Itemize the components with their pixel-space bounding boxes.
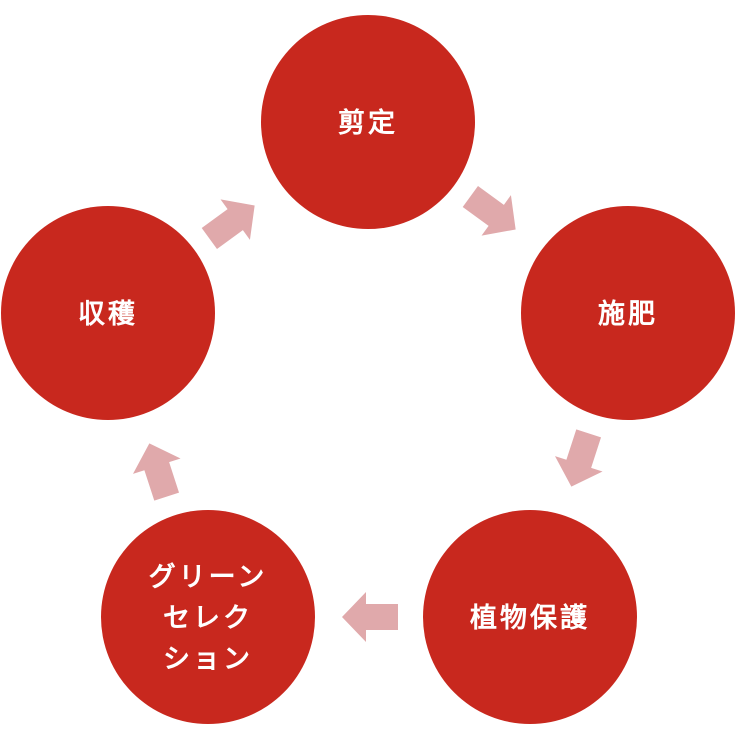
- node-label: セレク: [163, 603, 253, 634]
- node-pruning: 剪定: [261, 15, 475, 229]
- node-circle: [101, 510, 315, 724]
- node-fertilizing: 施肥: [521, 206, 735, 420]
- node-label: 剪定: [338, 107, 398, 139]
- node-circle: [521, 206, 735, 420]
- node-label: 収穫: [78, 299, 138, 330]
- node-circle: [1, 206, 215, 420]
- cycle-arrow-icon: [132, 443, 181, 501]
- node-circle: [423, 510, 637, 724]
- node-label: グリーン: [149, 561, 268, 593]
- cycle-arrow-icon: [342, 592, 398, 642]
- cycle-arrow-icon: [462, 186, 516, 236]
- node-harvest: 収穫: [1, 206, 215, 420]
- cycle-arrow-icon: [201, 199, 255, 249]
- node-label: 施肥: [598, 299, 658, 330]
- node-label: 植物保護: [470, 602, 590, 634]
- node-label: ション: [163, 644, 253, 675]
- node-circle: [261, 15, 475, 229]
- cycle-arrow-icon: [554, 429, 603, 487]
- node-plant-protection: 植物保護: [423, 510, 637, 724]
